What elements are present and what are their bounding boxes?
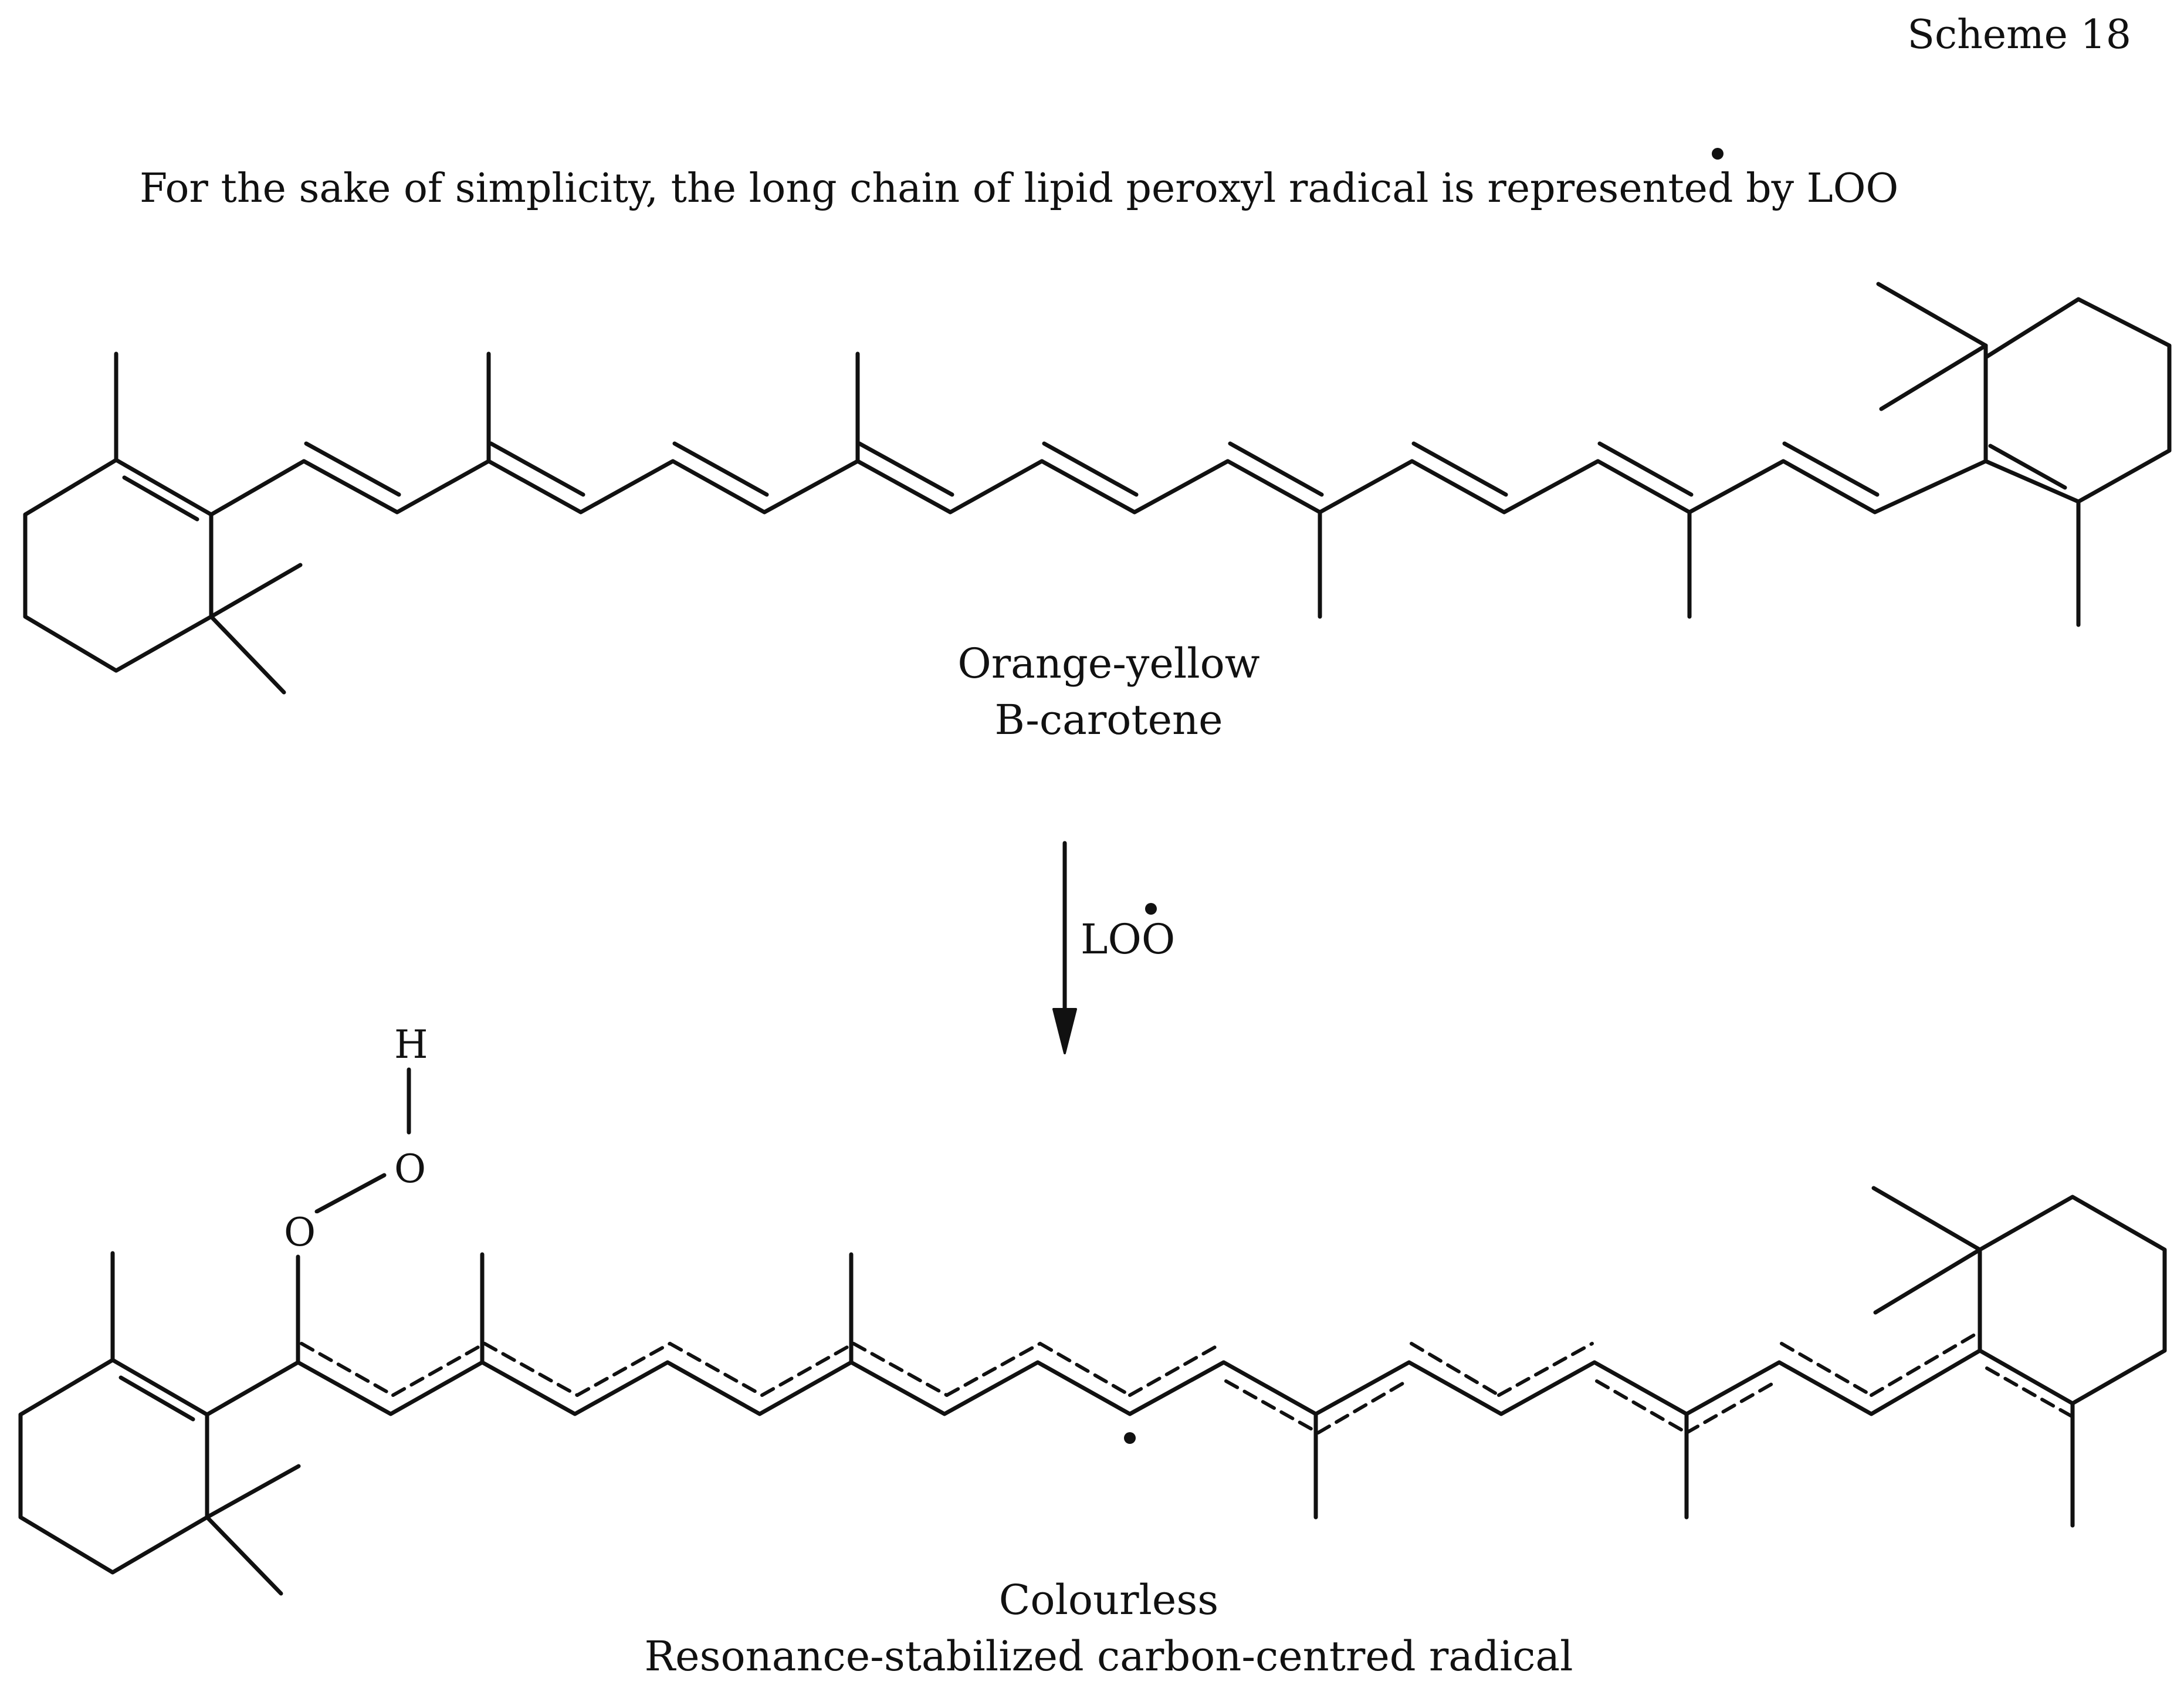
reactant-color-label: Orange-yellow [957, 640, 1260, 688]
intro-text: For the sake of simplicity, the long cha… [140, 165, 1899, 212]
right-ring-double [1988, 444, 2067, 490]
left-gem-methyl-1 [209, 563, 303, 619]
reagent-label: LOO [1081, 915, 1176, 963]
product-right-ring [1871, 1186, 2167, 1528]
right-ring [1983, 297, 2172, 504]
left-gem-methyl-2 [209, 614, 286, 695]
product-chain [205, 1348, 1982, 1417]
carbon-radical-dot [1124, 1432, 1136, 1444]
radical-product-structure [18, 1067, 1982, 1596]
product-color-label: Colourless [998, 1576, 1219, 1624]
intro-radical-dot [1712, 148, 1724, 160]
oxygen-atom-label-inner: O [282, 1213, 319, 1252]
polyene-chain [209, 459, 1988, 517]
beta-carotene-structure [23, 282, 2172, 695]
product-name: Resonance-stabilized carbon-centred radi… [644, 1632, 1573, 1680]
hydrogen-atom-label: H [392, 1026, 431, 1064]
reaction-arrow-head [1052, 1008, 1077, 1054]
scheme-label: Scheme 18 [1907, 12, 2131, 58]
delocalization-dashes [300, 1331, 2073, 1435]
reagent-radical-dot [1145, 903, 1157, 915]
o-o-bond [314, 1173, 387, 1214]
product-left-ring [18, 1358, 209, 1575]
oxygen-atom-label-outer: O [392, 1150, 429, 1189]
left-ring-double [122, 475, 199, 522]
reactant-name: B-carotene [994, 696, 1223, 744]
